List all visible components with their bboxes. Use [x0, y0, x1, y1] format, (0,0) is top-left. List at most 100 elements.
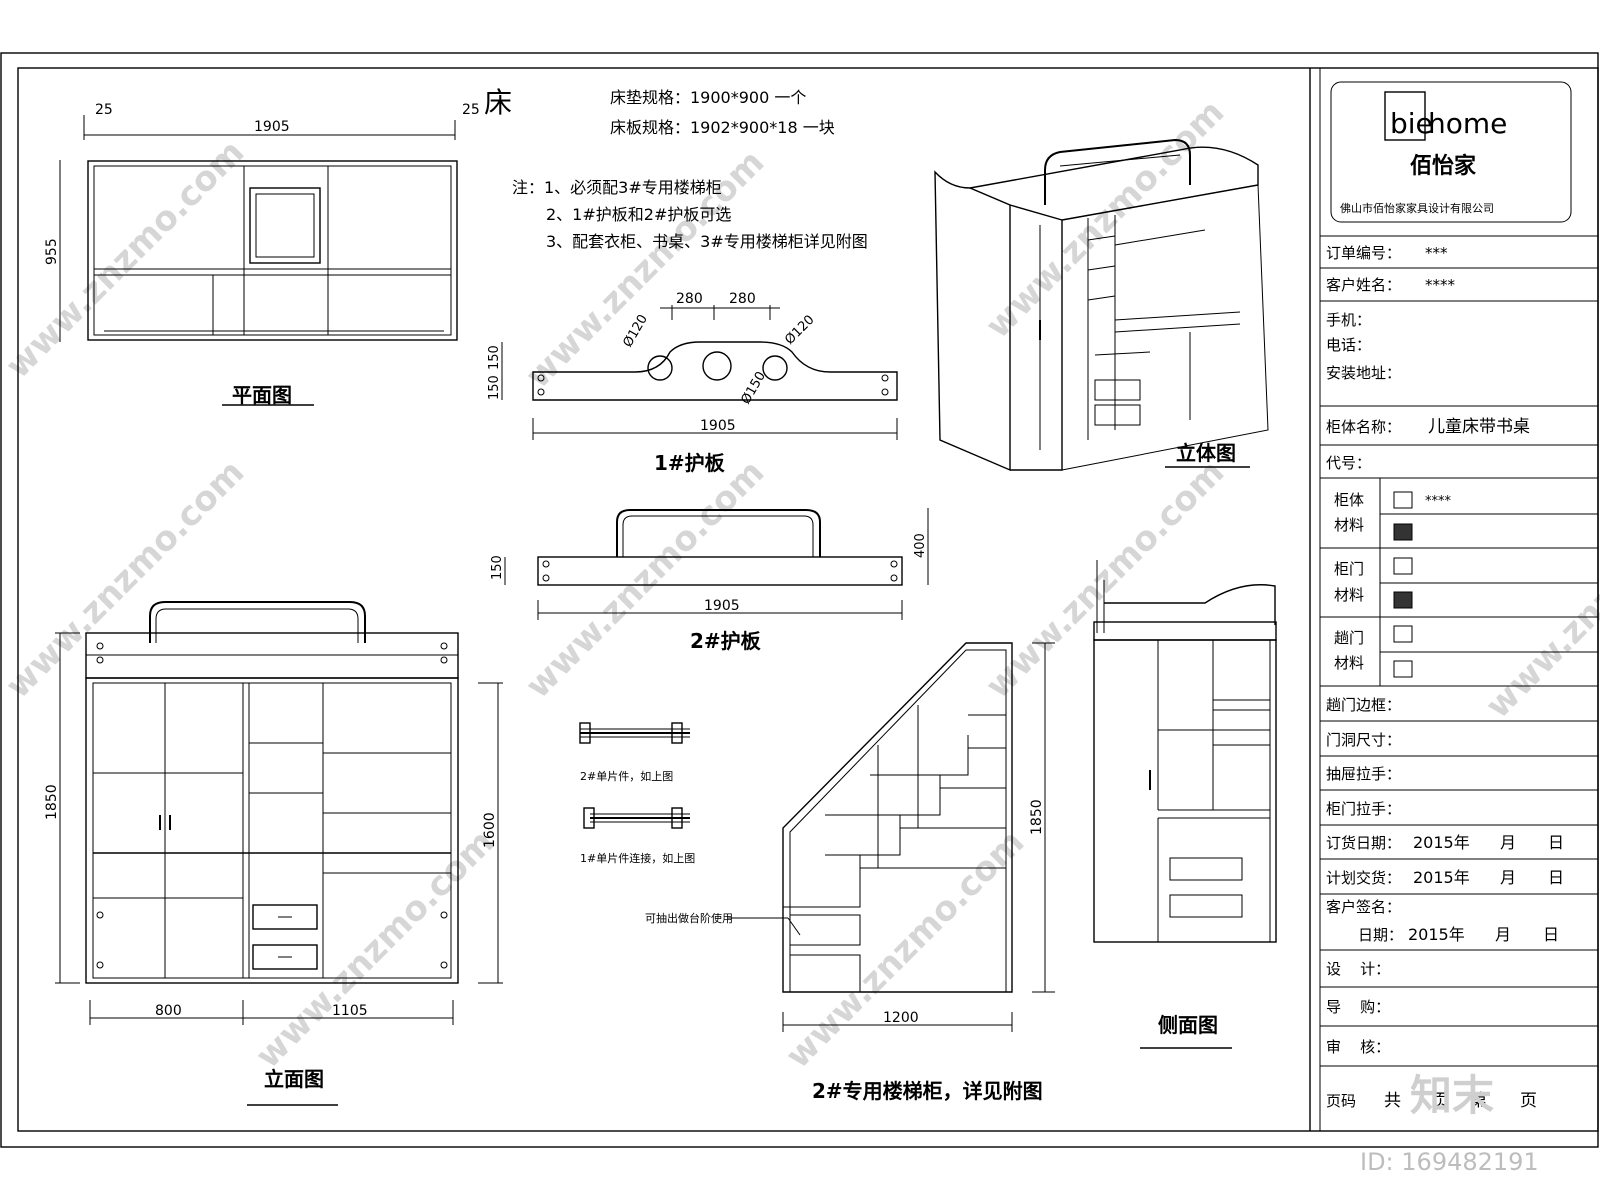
inner-frame: [17, 67, 1599, 1132]
stair-view: 1850 1200 2#专用楼梯柜，详见附图: [782, 642, 1055, 1103]
cabinet-value: 儿童床带书桌: [1428, 417, 1530, 437]
spec-board: 床板规格：1902*900*18 一块: [610, 118, 835, 137]
page-total: 共: [1384, 1091, 1401, 1111]
door-size-label: 门洞尺寸：: [1326, 731, 1401, 749]
spec-mattress: 床垫规格：1900*900 一个: [610, 88, 806, 107]
door-mat-label-1: 柜门: [1334, 560, 1364, 578]
customer-value: ****: [1425, 276, 1456, 294]
plan-date-value: 2015年: [1413, 868, 1470, 887]
label-stair: 2#专用楼梯柜，详见附图: [812, 1079, 1043, 1103]
plan-view: 25 25 1905 955 平面图: [44, 102, 480, 407]
drawer-mat-label-1: 趟门: [1334, 629, 1364, 647]
sign-date-label: 日期：: [1358, 926, 1403, 944]
dim-rail1-hole-c: Ø150: [738, 369, 769, 407]
watermark: www.znzmo.com: [0, 452, 252, 706]
watermark: www.znzmo.com: [778, 822, 1032, 1076]
logo-mark: [1384, 91, 1426, 141]
body-mat-label-2: 材料: [1334, 516, 1364, 534]
label-rail2: 2#护板: [690, 629, 762, 653]
dim-rail1-pitch-a: 280: [676, 291, 703, 307]
dim-rail2-width: 1905: [704, 598, 740, 614]
order-no-label: 订单编号：: [1326, 244, 1401, 262]
dim-rail1-width: 1905: [700, 418, 736, 434]
footer-id: ID: 169482191: [1360, 1148, 1539, 1176]
sign-label: 客户签名：: [1326, 898, 1401, 916]
dim-rail1-pitch-b: 280: [729, 291, 756, 307]
watermark: www.znzmo.com: [0, 132, 252, 386]
swatch-body-1: [1393, 491, 1413, 509]
note-2: 2、1#护板和2#护板可选: [546, 205, 731, 224]
swatch-drawer-1: [1393, 625, 1413, 643]
drawer-mat-label-2: 材料: [1334, 654, 1364, 672]
page-label: 页码: [1326, 1092, 1356, 1110]
sign-date-value: 2015年: [1408, 925, 1465, 944]
label-iso: 立体图: [1176, 441, 1236, 465]
logo-box: [1330, 81, 1572, 223]
dim-stair-width: 1200: [883, 1010, 919, 1026]
order-date-month: 月: [1500, 833, 1516, 852]
page-total-unit: 页: [1432, 1091, 1449, 1111]
order-no-value: ***: [1425, 244, 1448, 262]
dim-rail2-top: 400: [913, 533, 928, 558]
hardware-detail: 2#单片件，如上图 1#单片件连接，如上图 可抽出做台阶使用: [579, 722, 801, 936]
customer-label: 客户姓名：: [1326, 276, 1401, 294]
page-current: 第: [1470, 1091, 1487, 1111]
phone-label: 电话：: [1326, 336, 1371, 354]
stair-note: 可抽出做台阶使用: [645, 911, 733, 925]
order-date-day: 日: [1548, 833, 1564, 852]
swatch-door-2: [1393, 591, 1413, 609]
plan-date-day: 日: [1548, 868, 1564, 887]
label-elevation: 立面图: [264, 1067, 324, 1091]
swatch-body-2: [1393, 523, 1413, 541]
company-name: 佛山市佰怡家家具设计有限公司: [1340, 201, 1494, 215]
note-3: 3、配套衣柜、书桌、3#专用楼梯柜详见附图: [546, 232, 868, 251]
dim-rail1-hole-a: Ø120: [620, 312, 651, 350]
sign-date-month: 月: [1495, 925, 1511, 944]
footer-logo: 知末: [1410, 1071, 1494, 1120]
bolt1-caption: 2#单片件，如上图: [580, 769, 673, 783]
body-mat-value: ****: [1425, 494, 1452, 509]
door-mat-label-2: 材料: [1334, 586, 1364, 604]
dim-rail2-h: 150: [490, 555, 505, 580]
dim-elev-inner: 1600: [482, 812, 498, 848]
swatch-drawer-2: [1393, 660, 1413, 678]
side-view: 侧面图: [1093, 560, 1277, 1049]
body-mat-label-1: 柜体: [1334, 491, 1364, 509]
note-1: 注：1、必须配3#专用楼梯柜: [512, 178, 722, 197]
label-plan: 平面图: [232, 383, 292, 407]
swatch-door-1: [1393, 557, 1413, 575]
dim-elev-right: 1105: [332, 1003, 368, 1019]
dim-plan-depth: 955: [44, 238, 60, 265]
door-handle-label: 柜门拉手：: [1326, 800, 1401, 818]
code-label: 代号：: [1326, 454, 1371, 472]
order-date-label: 订货日期：: [1326, 834, 1401, 852]
dim-plan-right: 25: [462, 102, 480, 118]
dim-elev-height: 1850: [44, 784, 60, 820]
label-rail1: 1#护板: [654, 451, 726, 475]
design-label: 设 计：: [1326, 960, 1390, 978]
watermark: www.znzmo.com: [1478, 472, 1600, 726]
elevation-view: 1850 1600 800 1105 立面图: [44, 601, 503, 1106]
plan-date-month: 月: [1500, 868, 1516, 887]
dim-elev-left: 800: [155, 1003, 182, 1019]
title-block: bie home 佰怡家 佛山市佰怡家家具设计有限公司 订单编号： *** 客户…: [1309, 68, 1598, 1131]
page-current-unit: 页: [1520, 1091, 1537, 1111]
rail2-view: 150 400 1905 2#护板: [490, 508, 929, 653]
label-side: 侧面图: [1158, 1013, 1218, 1037]
bolt2-caption: 1#单片件连接，如上图: [580, 851, 695, 865]
watermark: www.znzmo.com: [248, 822, 502, 1076]
dim-stair-height: 1850: [1029, 799, 1045, 835]
sign-date-day: 日: [1543, 925, 1559, 944]
guide-label: 导 购：: [1326, 998, 1390, 1016]
dim-plan-width: 1905: [254, 119, 290, 135]
order-date-value: 2015年: [1413, 833, 1470, 852]
cabinet-label: 柜体名称：: [1326, 418, 1401, 436]
dim-rail1-h2: 150: [487, 375, 502, 400]
slide-edge-label: 趟门边框：: [1326, 696, 1401, 714]
watermark: www.znzmo.com: [978, 92, 1232, 346]
brand-en-right: home: [1428, 107, 1507, 140]
iso-view: 立体图: [934, 138, 1269, 472]
dim-rail1-h1: 150: [487, 345, 502, 370]
watermark: www.znzmo.com: [518, 452, 772, 706]
